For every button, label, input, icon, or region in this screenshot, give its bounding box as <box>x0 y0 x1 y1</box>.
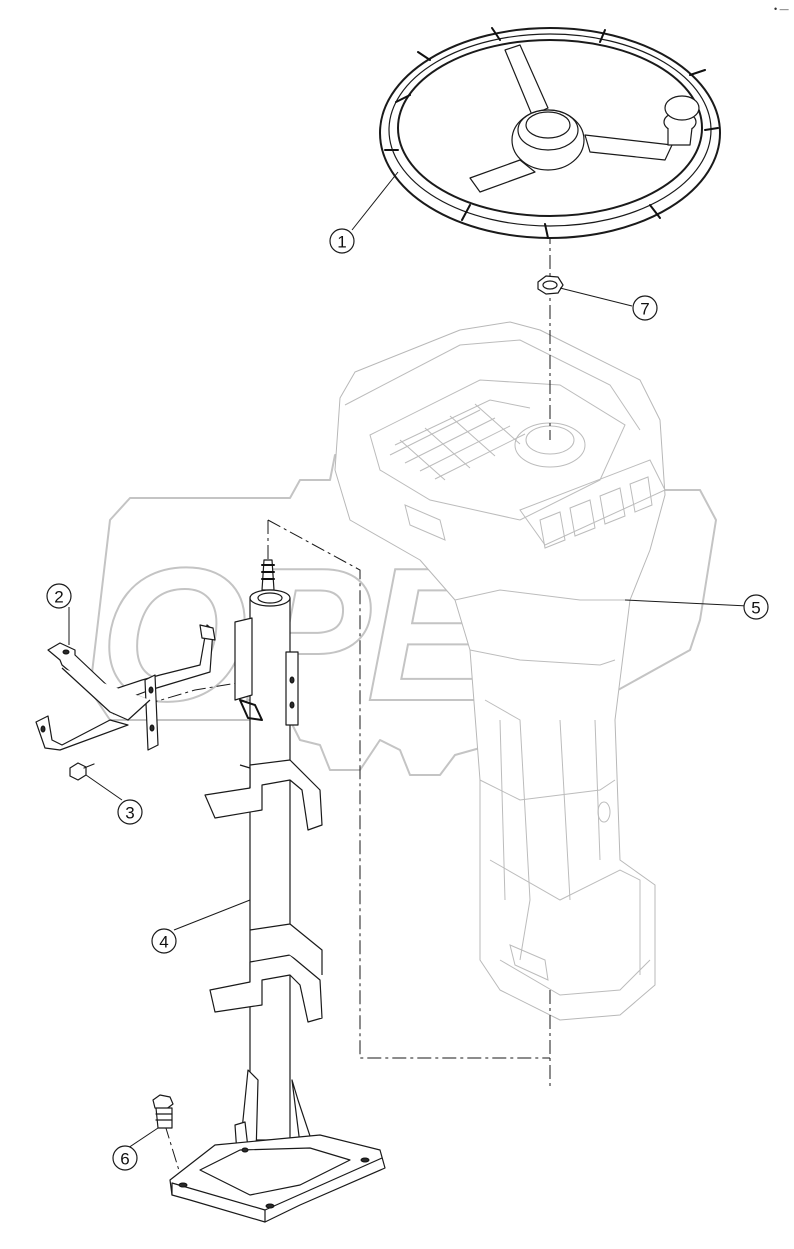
callout-5-label: 5 <box>751 599 760 618</box>
callout-5: 5 <box>743 594 769 620</box>
leader-lines <box>68 171 749 1149</box>
callout-3: 3 <box>117 799 143 825</box>
callout-2-label: 2 <box>54 588 63 607</box>
console-cover <box>334 321 666 1021</box>
callout-1: 1 <box>329 228 355 254</box>
nut <box>537 275 564 295</box>
callout-4: 4 <box>151 928 177 954</box>
callout-7-label: 7 <box>640 300 649 319</box>
bracket <box>35 624 216 751</box>
callout-7: 7 <box>632 295 658 321</box>
steering-wheel <box>379 27 721 239</box>
flange-bolt <box>152 1094 174 1129</box>
callout-1-label: 1 <box>337 233 346 252</box>
callout-6: 6 <box>112 1145 138 1171</box>
steering-column <box>169 559 386 1223</box>
callout-2: 2 <box>46 583 72 609</box>
callout-4-label: 4 <box>159 933 168 952</box>
corner-mark: • — <box>774 4 789 14</box>
callout-6-label: 6 <box>120 1150 129 1169</box>
callout-3-label: 3 <box>125 804 134 823</box>
